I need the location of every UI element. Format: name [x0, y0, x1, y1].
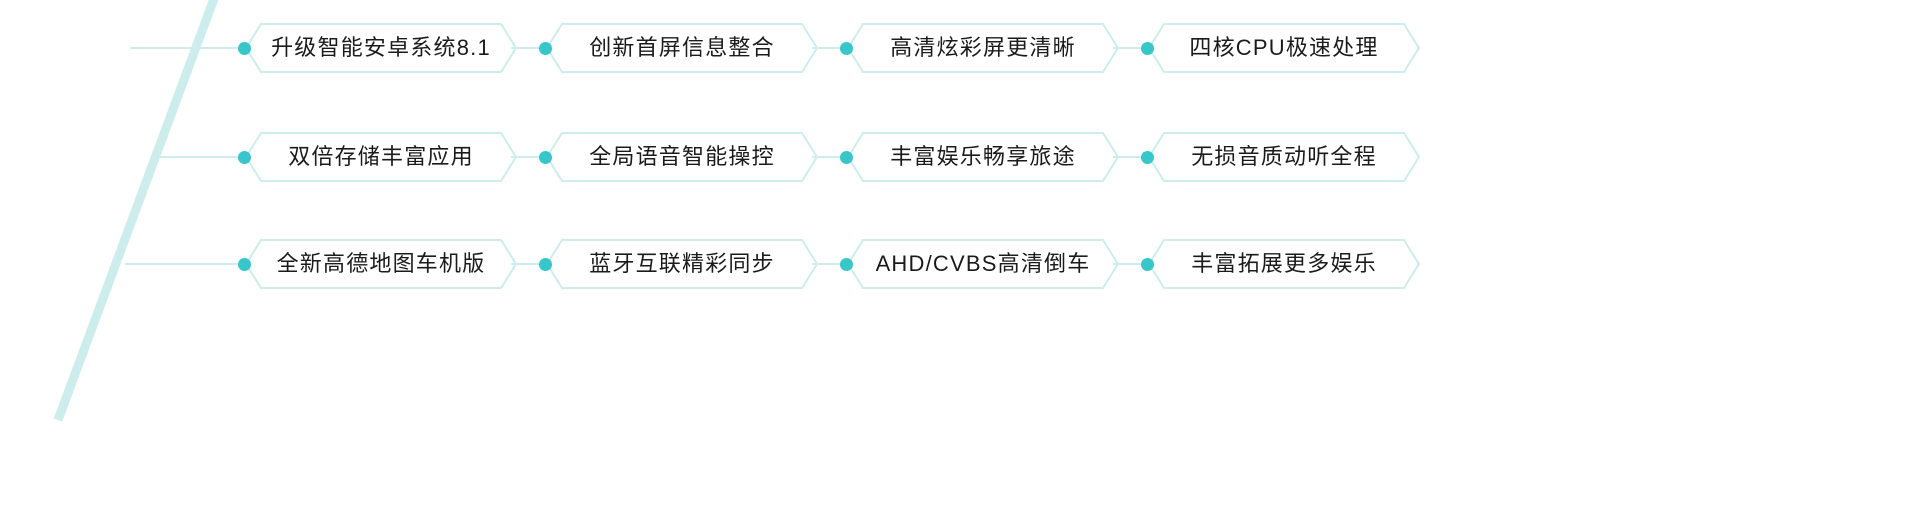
node-row1-item3[interactable]: 高清炫彩屏更清晰 [840, 23, 1119, 73]
node-label: 丰富拓展更多娱乐 [1191, 251, 1377, 276]
node-row1-item2[interactable]: 创新首屏信息整合 [539, 23, 818, 73]
hex-chip[interactable]: 丰富娱乐畅享旅途 [847, 132, 1119, 182]
node-row1-item1[interactable]: 升级智能安卓系统8.1 [238, 23, 517, 73]
hex-chip[interactable]: 全局语音智能操控 [546, 132, 818, 182]
node-label: 无损音质动听全程 [1191, 144, 1377, 169]
bullet-dot-icon [840, 41, 853, 55]
branch-row-3: 全新高德地图车机版 蓝牙互联精彩同步 AHD/CVBS高清倒车 [125, 239, 1420, 289]
branch-row-2: 双倍存储丰富应用 全局语音智能操控 丰富娱乐畅享旅途 [160, 132, 1420, 182]
branch-lead-line-3 [125, 263, 238, 265]
branch-lead-line-1 [130, 47, 238, 49]
hex-chip[interactable]: 丰富拓展更多娱乐 [1148, 239, 1420, 289]
bullet-dot-icon [238, 150, 251, 164]
node-row3-item3[interactable]: AHD/CVBS高清倒车 [840, 239, 1119, 289]
bullet-dot-icon [1141, 41, 1154, 55]
hex-chip[interactable]: AHD/CVBS高清倒车 [847, 239, 1119, 289]
node-row1-item4[interactable]: 四核CPU极速处理 [1141, 23, 1420, 73]
node-label: 升级智能安卓系统8.1 [271, 35, 491, 60]
node-label: 丰富娱乐畅享旅途 [890, 144, 1076, 169]
hex-chip[interactable]: 全新高德地图车机版 [245, 239, 517, 289]
node-label: 创新首屏信息整合 [589, 35, 775, 60]
hex-chip[interactable]: 蓝牙互联精彩同步 [546, 239, 818, 289]
node-connector [1113, 263, 1147, 265]
node-connector [511, 47, 545, 49]
hex-chip[interactable]: 无损音质动听全程 [1148, 132, 1420, 182]
bullet-dot-icon [539, 257, 552, 271]
node-connector [1113, 47, 1147, 49]
node-row2-item1[interactable]: 双倍存储丰富应用 [238, 132, 517, 182]
node-label: 四核CPU极速处理 [1189, 35, 1379, 60]
node-row3-item2[interactable]: 蓝牙互联精彩同步 [539, 239, 818, 289]
node-label: 双倍存储丰富应用 [288, 144, 474, 169]
node-label: 高清炫彩屏更清晰 [890, 35, 1076, 60]
node-connector [812, 156, 846, 158]
node-row3-item4[interactable]: 丰富拓展更多娱乐 [1141, 239, 1420, 289]
bullet-dot-icon [238, 257, 251, 271]
node-label: 蓝牙互联精彩同步 [589, 251, 775, 276]
hex-chip[interactable]: 高清炫彩屏更清晰 [847, 23, 1119, 73]
node-connector [812, 263, 846, 265]
bullet-dot-icon [238, 41, 251, 55]
node-label: 全新高德地图车机版 [276, 251, 486, 276]
node-label: AHD/CVBS高清倒车 [875, 251, 1091, 276]
hex-chip[interactable]: 双倍存储丰富应用 [245, 132, 517, 182]
hex-chip[interactable]: 升级智能安卓系统8.1 [245, 23, 517, 73]
hex-chip[interactable]: 创新首屏信息整合 [546, 23, 818, 73]
node-row2-item4[interactable]: 无损音质动听全程 [1141, 132, 1420, 182]
node-connector [511, 263, 545, 265]
node-label: 全局语音智能操控 [589, 144, 775, 169]
bullet-dot-icon [840, 150, 853, 164]
bullet-dot-icon [539, 150, 552, 164]
node-connector [511, 156, 545, 158]
node-connector [1113, 156, 1147, 158]
hex-chip[interactable]: 四核CPU极速处理 [1148, 23, 1420, 73]
bullet-dot-icon [840, 257, 853, 271]
node-row2-item2[interactable]: 全局语音智能操控 [539, 132, 818, 182]
bullet-dot-icon [539, 41, 552, 55]
bullet-dot-icon [1141, 257, 1154, 271]
branch-lead-line-2 [160, 156, 238, 158]
bullet-dot-icon [1141, 150, 1154, 164]
node-row3-item1[interactable]: 全新高德地图车机版 [238, 239, 517, 289]
branch-row-1: 升级智能安卓系统8.1 创新首屏信息整合 高清炫彩屏更清晰 [130, 23, 1420, 73]
node-connector [812, 47, 846, 49]
node-row2-item3[interactable]: 丰富娱乐畅享旅途 [840, 132, 1119, 182]
